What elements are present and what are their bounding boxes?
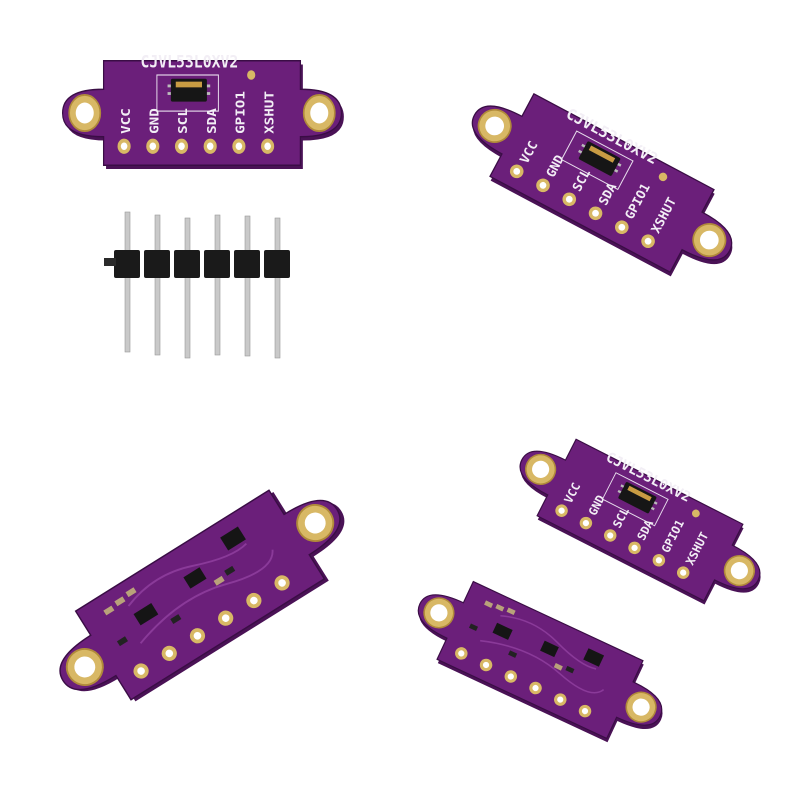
pin-label-gpio1: GPIO1: [234, 91, 248, 134]
header-pin: [234, 215, 260, 357]
board-top-left: CJVL53L0XV2 VCC GND SCL SDA GPIO1 XSHUT: [61, 51, 345, 170]
header-pin: [144, 214, 170, 356]
pin-label-scl: SCL: [177, 108, 191, 134]
header-pin: [174, 217, 200, 359]
board-bottom-left: [34, 462, 371, 730]
pin-label-vcc: VCC: [120, 108, 134, 134]
pin-header: [104, 211, 290, 359]
pin-label-gnd: GND: [148, 108, 162, 134]
board-model-label: CJVL53L0XV2: [141, 51, 239, 71]
pin-label-xshut: XSHUT: [263, 91, 277, 134]
pin-label-sda: SDA: [206, 108, 220, 134]
header-pin: [264, 217, 290, 359]
header-pin: [204, 214, 230, 356]
board-bottom-right-front: CJVL53L0XV2 VCC GND SCL SDA GPIO1 XSHUT: [500, 420, 781, 624]
header-pin: [114, 211, 140, 353]
board-top-right: CJVL53L0XV2 VCC GND SCL SDA GPIO1 XSHUT: [450, 73, 755, 298]
board-bottom-right-back: [399, 564, 682, 760]
